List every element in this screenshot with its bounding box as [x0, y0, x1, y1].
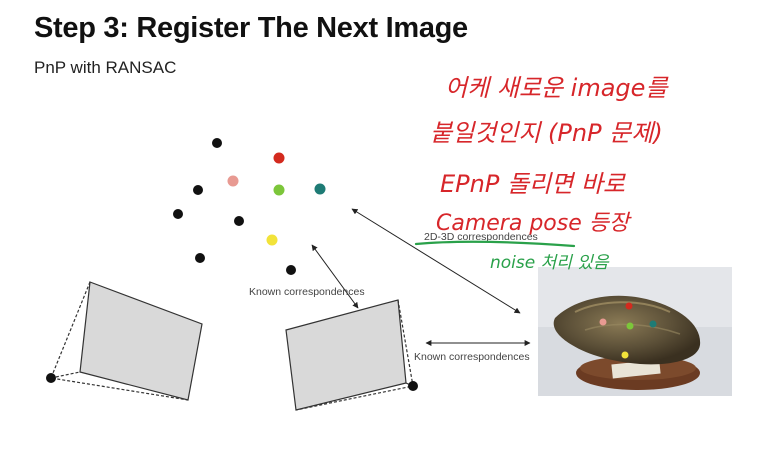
camera-center-left	[46, 373, 56, 383]
keypoint-yellow	[622, 352, 629, 359]
point-3d-yellow	[267, 235, 278, 246]
point-3d	[193, 185, 203, 195]
point-3d	[212, 138, 222, 148]
keypoint-teal	[650, 321, 657, 328]
green-underline	[416, 242, 574, 246]
image-plane-left	[80, 282, 202, 400]
keypoint-pink	[600, 319, 607, 326]
note-line-1: 어케 새로운 image를	[445, 74, 669, 102]
note-line-5: noise 처리 있음	[490, 253, 610, 273]
note-line-4: Camera pose 등장	[436, 211, 632, 236]
point-3d	[173, 209, 183, 219]
point-cloud	[173, 138, 326, 275]
camera-center-right	[408, 381, 418, 391]
new-image-photo	[538, 267, 732, 396]
camera-left	[46, 282, 202, 400]
point-3d-red	[274, 153, 285, 164]
arrow-known-left	[312, 245, 358, 308]
point-3d	[195, 253, 205, 263]
note-line-2: 붙일것인지 (PnP 문제)	[430, 119, 663, 147]
keypoint-green	[627, 323, 634, 330]
point-3d	[234, 216, 244, 226]
camera-right	[286, 300, 418, 410]
point-3d-pink	[228, 176, 239, 187]
handwritten-annotations: 어케 새로운 image를 붙일것인지 (PnP 문제) EPnP 돌리면 바로…	[416, 74, 669, 273]
label-known-correspondences-left: Known correspondences	[249, 286, 365, 298]
point-3d-teal	[315, 184, 326, 195]
image-plane-right	[286, 300, 406, 410]
note-line-3: EPnP 돌리면 바로	[440, 170, 626, 198]
label-known-correspondences-right: Known correspondences	[414, 351, 530, 363]
keypoint-red	[626, 303, 633, 310]
point-3d	[286, 265, 296, 275]
point-3d-green	[274, 185, 285, 196]
